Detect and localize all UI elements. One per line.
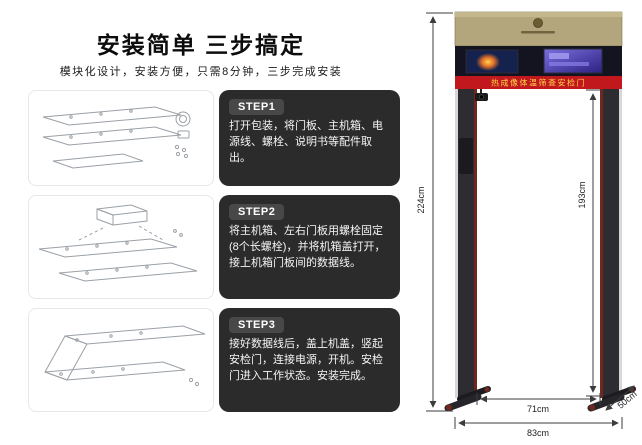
dimension-inner-width: 71cm xyxy=(476,393,601,414)
gate-illustration: 热成像体温筛查安检门 xyxy=(416,11,639,438)
step3-badge: STEP3 xyxy=(229,317,285,333)
dimension-inner-width-label: 71cm xyxy=(527,404,549,414)
step2-badge: STEP2 xyxy=(229,204,285,220)
control-box xyxy=(459,138,473,174)
info-screen xyxy=(543,48,603,74)
step-row-2: STEP2 将主机箱、左右门板用螺栓固定(8个长螺栓)，并将机箱盖打开，接上机箱… xyxy=(28,195,400,299)
instructions-section: 安装简单 三步搞定 模块化设计，安装方便，只需8分钟，三步完成安装 xyxy=(28,32,400,412)
dimension-inner-height: 193cm xyxy=(577,89,600,397)
brand-logo xyxy=(533,18,543,28)
step1-panel: STEP1 打开包装，将门板、主机箱、电源线、螺栓、说明书等配件取出。 xyxy=(219,90,400,186)
step1-sketch xyxy=(42,106,191,169)
page-subtitle: 模块化设计，安装方便，只需8分钟，三步完成安装 xyxy=(59,66,343,78)
gate-header: 热成像体温筛查安检门 xyxy=(454,11,623,89)
step3-illustration xyxy=(28,308,214,412)
step-row-1: STEP1 打开包装，将门板、主机箱、电源线、螺栓、说明书等配件取出。 xyxy=(28,90,400,186)
dimension-overall-width: 83cm xyxy=(454,417,623,438)
step2-illustration xyxy=(28,195,214,299)
dimension-overall-height: 224cm xyxy=(416,12,453,412)
steps-list: STEP1 打开包装，将门板、主机箱、电源线、螺栓、说明书等配件取出。 xyxy=(28,90,400,412)
step2-text: 将主机箱、左右门板用螺栓固定(8个长螺栓)，并将机箱盖打开，接上机箱门板间的数据… xyxy=(229,225,386,269)
step1-illustration xyxy=(28,90,214,186)
step3-text: 接好数据线后，盖上机盖，竖起安检门，连接电源，开机。安检门进入工作状态。安装完成… xyxy=(229,338,383,382)
step-row-3: STEP3 接好数据线后，盖上机盖，竖起安检门，连接电源，开机。安检门进入工作状… xyxy=(28,308,400,412)
step3-panel: STEP3 接好数据线后，盖上机盖，竖起安检门，连接电源，开机。安检门进入工作状… xyxy=(219,308,400,412)
dimension-inner-height-label: 193cm xyxy=(577,181,587,208)
dimension-overall-height-label: 224cm xyxy=(416,186,426,213)
gate-camera xyxy=(475,89,488,101)
thermal-screen xyxy=(465,49,519,74)
gate-columns xyxy=(455,89,622,398)
step1-text: 打开包装，将门板、主机箱、电源线、螺栓、说明书等配件取出。 xyxy=(229,120,383,164)
gate-banner-text: 热成像体温筛查安检门 xyxy=(491,78,586,88)
step2-sketch xyxy=(38,204,198,282)
gate-photo: 热成像体温筛查安检门 xyxy=(408,0,642,440)
step2-panel: STEP2 将主机箱、左右门板用螺栓固定(8个长螺栓)，并将机箱盖打开，接上机箱… xyxy=(219,195,400,299)
page-title: 安装简单 三步搞定 xyxy=(96,32,306,58)
step1-badge: STEP1 xyxy=(229,99,285,115)
gate-banner: 热成像体温筛查安检门 xyxy=(455,76,622,89)
dimension-overall-width-label: 83cm xyxy=(527,428,549,438)
step3-sketch xyxy=(44,325,206,387)
